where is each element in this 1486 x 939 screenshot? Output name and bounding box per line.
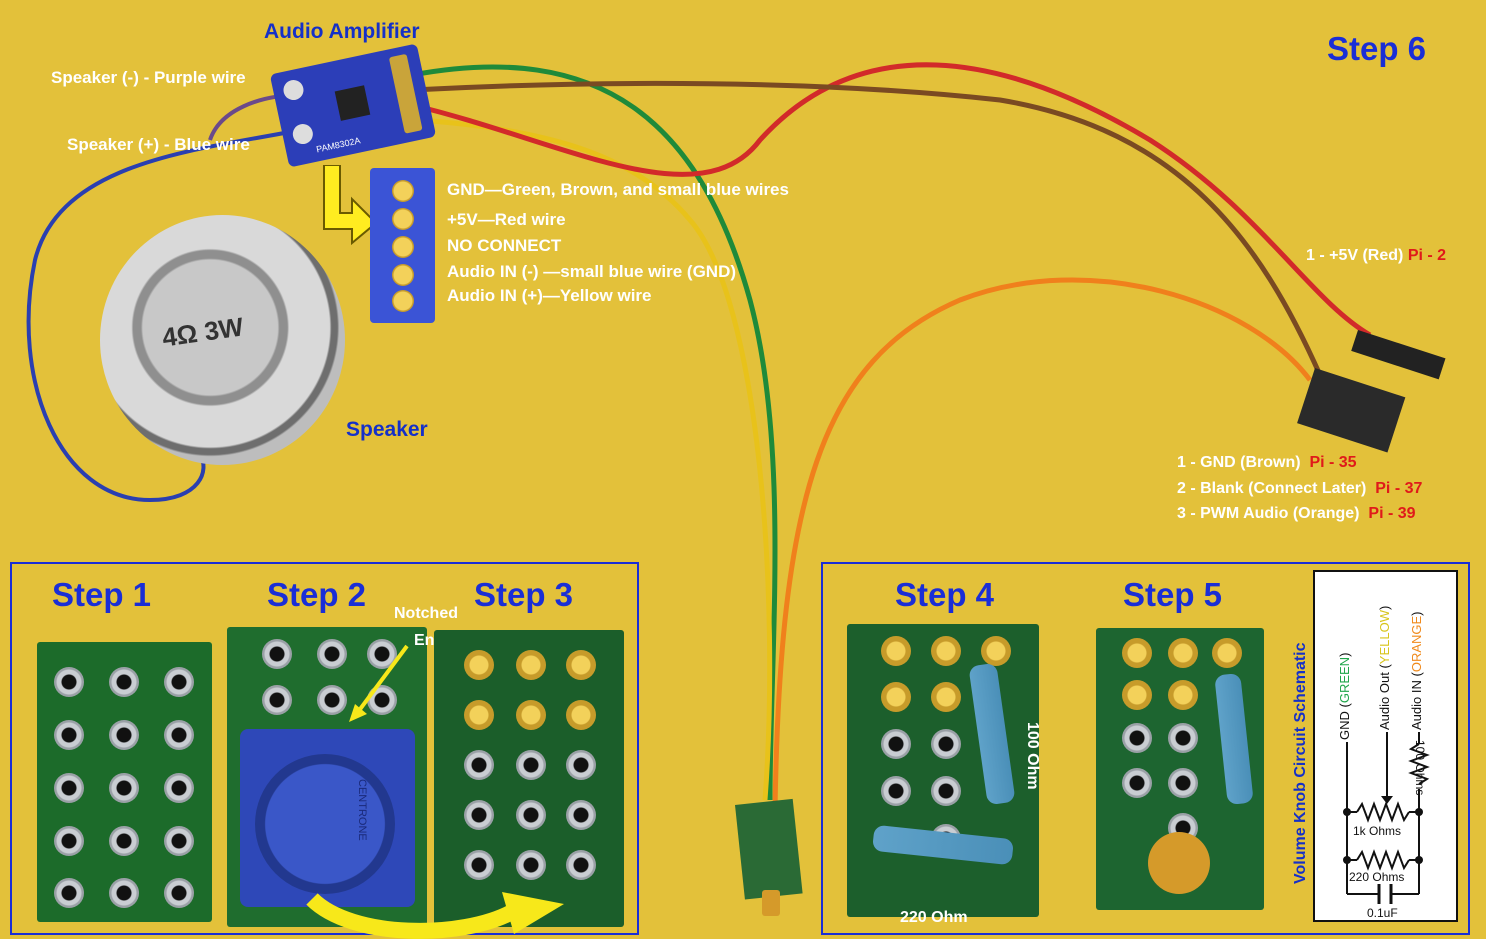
pin-label-5v: +5V—Red wire <box>447 210 566 229</box>
schematic-diagram <box>1343 732 1430 904</box>
left-steps-panel: Step 1 Step 2 Step 3 CENTRONE Notched En… <box>10 562 639 939</box>
pin-label-audio-plus: Audio IN (+)—Yellow wire <box>447 286 652 305</box>
label-100-ohm: 100 Ohm <box>1024 722 1041 790</box>
amp-title: Audio Amplifier <box>264 20 420 43</box>
speaker-image: 4Ω 3W <box>100 215 345 465</box>
pi-pin-35: Pi - 35 <box>1309 454 1357 471</box>
step4-title: Step 4 <box>895 576 995 613</box>
pin-label-gnd: GND—Green, Brown, and small blue wires <box>447 180 789 199</box>
speaker-marking: 4Ω 3W <box>160 311 246 353</box>
connector-gnd-label: 1 - GND (Brown) Pi - 35 <box>1177 454 1357 471</box>
pi-pin-2: Pi - 2 <box>1407 247 1447 264</box>
schem-cap-label: 0.1uF <box>1367 906 1398 920</box>
schem-r100-label: 100 Ohms <box>1413 740 1427 796</box>
pin-label-audio-minus: Audio IN (-) —small blue wire (GND) <box>447 262 737 281</box>
schematic-box: GND (GREEN) Audio Out (YELLOW) Audio IN … <box>1313 570 1458 922</box>
step6-title: Step 6 <box>1327 30 1427 67</box>
pi-pin-39: Pi - 39 <box>1368 505 1416 522</box>
rotate-arrow-icon <box>306 892 564 939</box>
connector-pwm-label: 3 - PWM Audio (Orange) Pi - 39 <box>1177 505 1416 522</box>
schem-audio-out-label: Audio Out (YELLOW) <box>1377 605 1392 730</box>
right-steps-panel: Step 4 Step 5 100 Ohm 220 Ohm Volume Kno… <box>821 562 1470 935</box>
step3-title: Step 3 <box>474 576 574 613</box>
step2-title: Step 2 <box>267 576 367 613</box>
schem-gnd-label: GND (GREEN) <box>1337 652 1352 740</box>
board-text: PAM8302A <box>315 135 362 155</box>
label-220-ohm: 220 Ohm <box>900 909 968 926</box>
pin-breakout-board <box>370 168 435 323</box>
connector-blank-label: 2 - Blank (Connect Later) Pi - 37 <box>1177 480 1423 497</box>
schem-audio-in-label: Audio IN (ORANGE) <box>1409 611 1424 730</box>
schem-audio-out-color: YELLOW <box>1377 610 1392 665</box>
notch-arrow-icon <box>349 644 409 722</box>
schem-r220-label: 220 Ohms <box>1349 870 1405 884</box>
notched-label: Notched <box>394 605 458 622</box>
arrow-icon <box>323 165 378 245</box>
step5-capacitor <box>1148 832 1210 894</box>
step1-title: Step 1 <box>52 576 152 613</box>
pot-text: CENTRONE <box>356 779 368 841</box>
step1-perfboard <box>37 642 212 922</box>
connector-5v-label: 1 - +5V (Red) Pi - 2 <box>1306 247 1447 264</box>
speaker-plus-label: Speaker (+) - Blue wire <box>67 135 250 154</box>
pi-pin-37: Pi - 37 <box>1375 480 1423 497</box>
potentiometer: CENTRONE <box>240 729 415 907</box>
schem-gnd-color: GREEN <box>1337 656 1352 704</box>
speaker-label: Speaker <box>346 418 428 441</box>
step3-perfboard <box>434 630 624 927</box>
speaker-minus-label: Speaker (-) - Purple wire <box>51 68 246 87</box>
schematic-title: Volume Knob Circuit Schematic <box>1292 642 1309 884</box>
schem-audio-in-color: ORANGE <box>1409 615 1424 673</box>
step5-title: Step 5 <box>1123 576 1223 613</box>
pin-label-nc: NO CONNECT <box>447 236 562 255</box>
schem-r1k-label: 1k Ohms <box>1353 824 1402 838</box>
